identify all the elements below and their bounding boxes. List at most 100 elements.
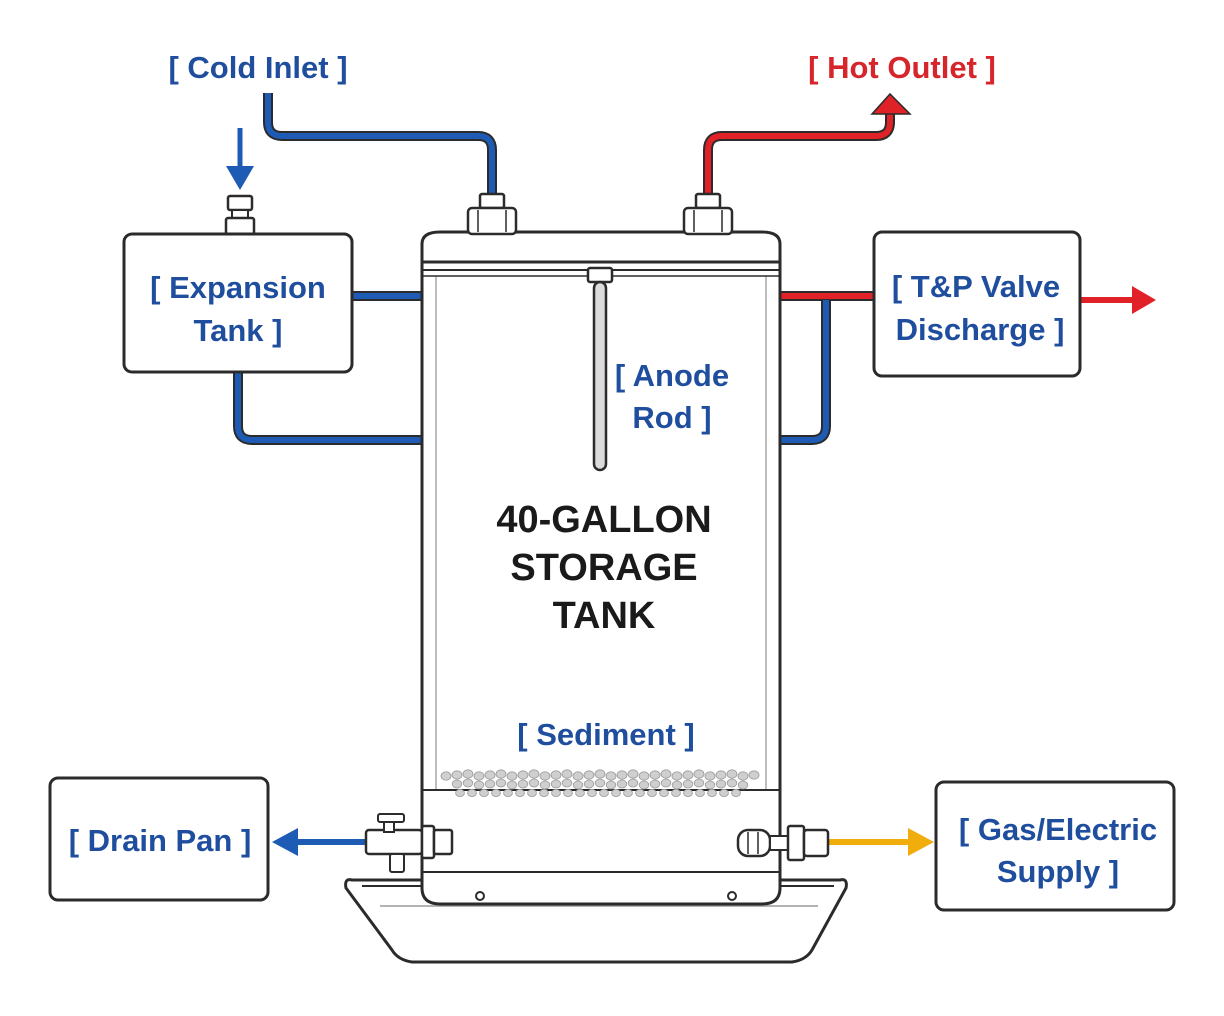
sediment-pebble <box>671 780 683 790</box>
sediment-pebble <box>539 771 551 781</box>
drain-line <box>272 828 370 856</box>
hot-outlet-fitting <box>682 192 734 236</box>
sediment-pebble <box>693 778 705 788</box>
supply-fitting-icon <box>736 824 830 862</box>
sediment-pebble <box>517 770 529 780</box>
anode-rod-label-line1: [ Anode <box>615 358 729 393</box>
sediment-pebble <box>528 769 540 779</box>
tp-valve-label-line1: [ T&P Valve <box>892 269 1060 304</box>
sediment-pebble <box>527 789 537 798</box>
sediment-pebble <box>484 770 496 780</box>
supply-line <box>826 828 934 856</box>
sediment-pebble <box>623 789 633 798</box>
sediment-pebble <box>484 779 496 789</box>
sediment-pebble <box>440 771 452 781</box>
sediment-pebble <box>704 771 716 781</box>
sediment-pebble <box>550 770 562 780</box>
sediment-pebble <box>506 771 518 781</box>
sediment-pebble <box>563 789 573 798</box>
sediment-pebble <box>649 770 661 780</box>
anode-rod-label-line2: Rod ] <box>632 400 711 435</box>
tp-valve-label-line2: Discharge ] <box>896 312 1065 347</box>
storage-tank <box>420 230 782 906</box>
sediment-pebble <box>693 769 705 779</box>
supply-arrow-icon <box>908 828 934 856</box>
sediment-pebble <box>647 789 657 798</box>
sediment-pebble <box>462 778 474 788</box>
sediment-pebble <box>627 769 639 779</box>
sediment-pebble <box>467 789 477 798</box>
tp-valve-box <box>872 230 1082 378</box>
expansion-tank-valve-icon <box>224 128 256 236</box>
sediment-pebble <box>649 779 661 789</box>
sediment-pebble <box>671 771 683 781</box>
sediment-pebble <box>682 779 694 789</box>
sediment-pebble <box>737 771 749 781</box>
expansion-tank-label-line2: Tank ] <box>194 313 283 348</box>
drain-pan-box <box>48 776 270 902</box>
sediment-pebble <box>587 789 597 798</box>
sediment-pebble <box>635 789 645 798</box>
sediment-pebble <box>638 771 650 781</box>
drain-valve-icon <box>364 813 454 873</box>
tank-title-line1: 40-GALLON <box>496 499 711 541</box>
sediment-pebble <box>583 779 595 789</box>
sediment-pebble <box>572 780 584 790</box>
cold-inlet-fitting <box>466 192 518 236</box>
sediment-pebble <box>611 789 621 798</box>
sediment-pebble <box>605 771 617 781</box>
sediment-pebble <box>731 789 741 798</box>
sediment-pebble <box>671 789 681 798</box>
sediment-pebble <box>638 780 650 790</box>
sediment-pebble <box>737 780 749 790</box>
sediment-pebble <box>660 769 672 779</box>
tp-discharge-line <box>1080 286 1156 314</box>
supply-label-line1: [ Gas/Electric <box>959 812 1157 847</box>
tp-discharge-arrow-icon <box>1132 286 1156 314</box>
sediment-layer <box>440 769 760 798</box>
sediment-pebble <box>572 771 584 781</box>
sediment-pebble <box>515 789 525 798</box>
sediment-pebble <box>695 789 705 798</box>
sediment-pebble <box>528 778 540 788</box>
sediment-pebble <box>479 789 489 798</box>
sediment-pebble <box>462 769 474 779</box>
sediment-pebble <box>659 789 669 798</box>
anode-rod <box>586 266 614 472</box>
sediment-pebble <box>660 778 672 788</box>
hot-outlet-label: [ Hot Outlet ] <box>808 50 996 85</box>
sediment-pebble <box>605 780 617 790</box>
sediment-pebble <box>539 780 551 790</box>
expansion-tank-label-line1: [ Expansion <box>150 270 326 305</box>
sediment-pebble <box>726 769 738 779</box>
supply-box <box>934 780 1176 912</box>
sediment-pebble <box>594 769 606 779</box>
sediment-label: [ Sediment ] <box>517 717 694 752</box>
expansion-tank-arrow-icon <box>226 166 254 190</box>
sediment-pebble <box>707 789 717 798</box>
sediment-pebble <box>503 789 513 798</box>
sediment-pebble <box>539 789 549 798</box>
hot-outlet-arrow-icon <box>870 92 912 115</box>
sediment-pebble <box>551 789 561 798</box>
sediment-pebble <box>550 779 562 789</box>
tank-title-line2: STORAGE <box>510 547 697 589</box>
sediment-pebble <box>561 769 573 779</box>
sediment-pebble <box>455 789 465 798</box>
sediment-pebble <box>495 769 507 779</box>
tp-valve-pipe-cold <box>776 300 831 445</box>
sediment-pebble <box>726 778 738 788</box>
sediment-pebble <box>491 789 501 798</box>
sediment-pebble <box>594 778 606 788</box>
sediment-pebble <box>517 779 529 789</box>
sediment-pebble <box>704 780 716 790</box>
sediment-pebble <box>473 771 485 781</box>
sediment-pebble <box>682 770 694 780</box>
hot-outlet-pipe <box>703 112 895 198</box>
sediment-pebble <box>506 780 518 790</box>
sediment-pebble <box>451 779 463 789</box>
sediment-pebble <box>715 779 727 789</box>
sediment-pebble <box>748 770 760 780</box>
sediment-pebble <box>575 789 585 798</box>
